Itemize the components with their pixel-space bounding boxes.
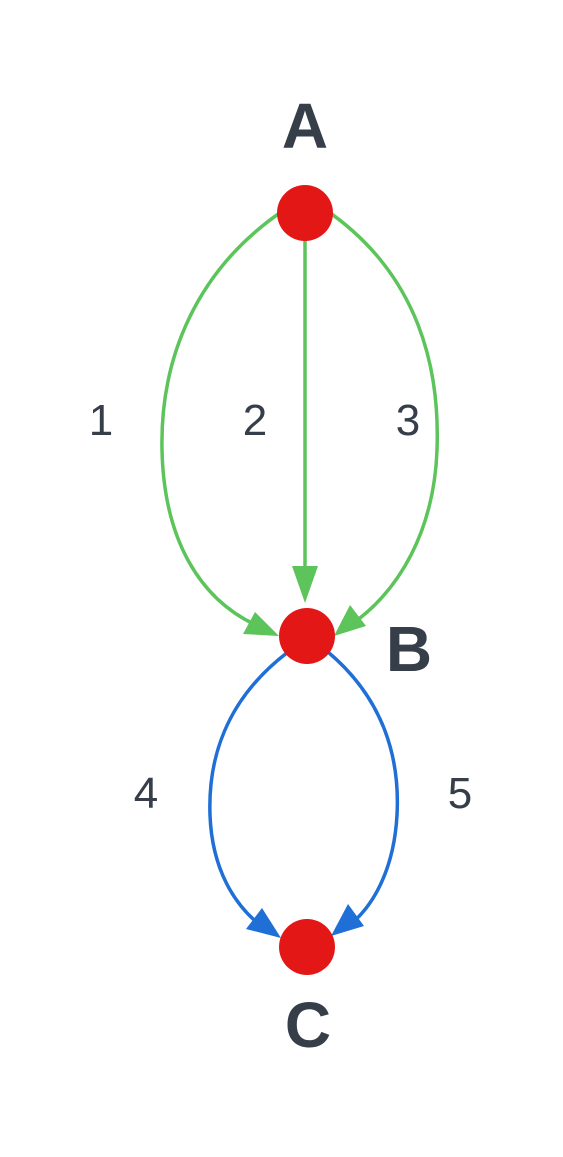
edge-4-b-to-c bbox=[208, 650, 290, 927]
node-b-label: B bbox=[386, 613, 432, 685]
node-a-label: A bbox=[282, 90, 328, 162]
edge-4-label: 4 bbox=[134, 769, 158, 818]
edge-2-label: 2 bbox=[243, 396, 267, 445]
edge-5-label: 5 bbox=[448, 769, 472, 818]
node-c bbox=[279, 919, 335, 975]
node-a bbox=[277, 185, 333, 241]
edge-3-a-to-b bbox=[325, 208, 440, 626]
edge-1-label: 1 bbox=[89, 396, 113, 445]
edge-4-arrowhead bbox=[246, 908, 281, 938]
edge-5-arrowhead bbox=[331, 904, 364, 936]
node-b bbox=[279, 608, 335, 664]
edge-5-b-to-c bbox=[326, 650, 400, 925]
edge-3-label: 3 bbox=[396, 396, 420, 445]
edge-3-arrowhead bbox=[334, 605, 366, 636]
edge-1-a-to-b bbox=[160, 208, 285, 628]
edge-2-arrowhead bbox=[292, 566, 318, 603]
edge-1-arrowhead bbox=[243, 612, 279, 636]
node-c-label: C bbox=[285, 989, 331, 1061]
